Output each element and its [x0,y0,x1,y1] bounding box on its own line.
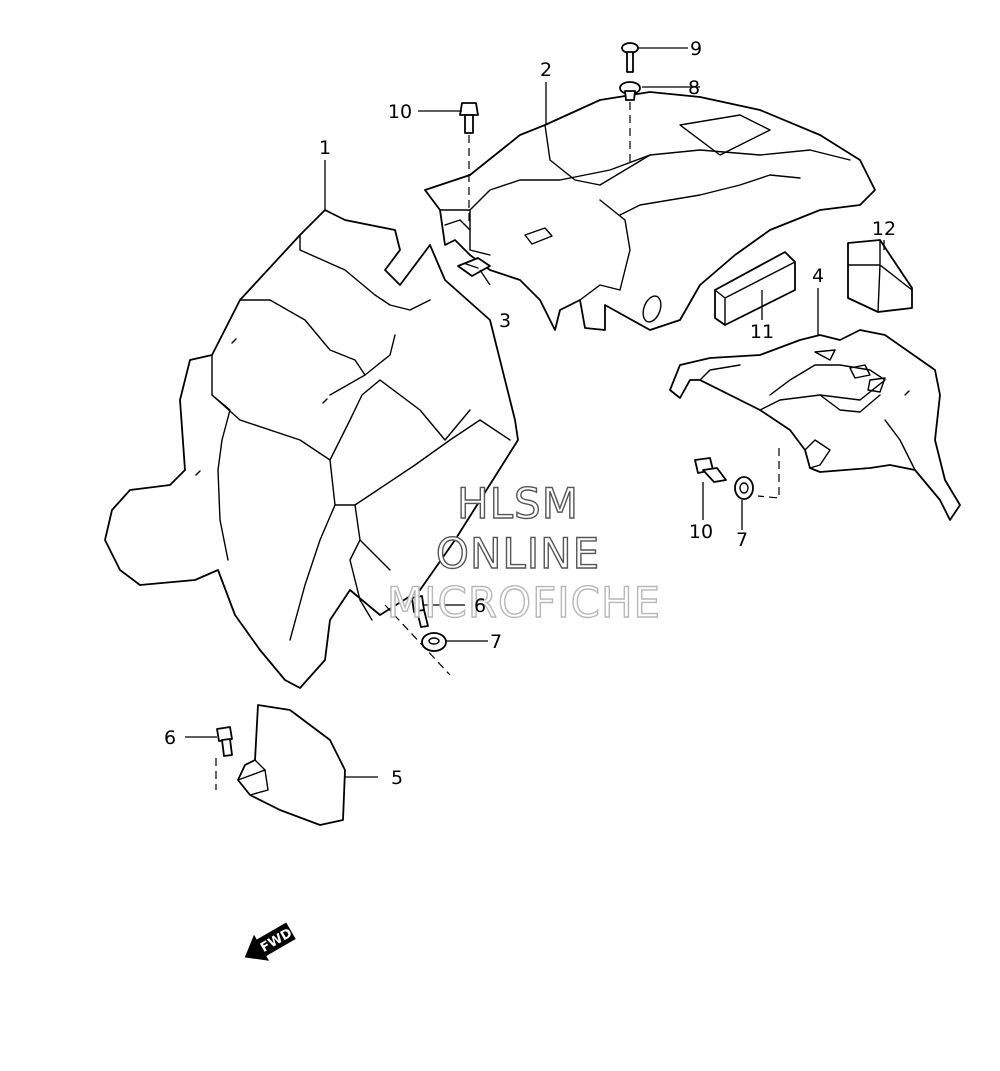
part-8-nut [619,81,641,101]
part-11-pad [714,251,796,326]
part-1-inner-fender [104,209,519,689]
part-10-bolt-lower [694,457,727,483]
callout-6-middle: 6 [474,595,486,617]
callout-2: 2 [540,59,552,81]
watermark-line-1: HLSM [457,479,579,528]
part-12-cushion [847,239,913,313]
leader-lines [185,47,885,778]
callouts: 1 2 3 4 5 6 6 7 7 8 9 10 10 11 12 [164,38,896,789]
part-9-screw [621,42,639,73]
callout-6-left: 6 [164,727,176,749]
callout-9: 9 [690,38,702,60]
callout-11: 11 [750,321,774,343]
part-5-mud-flap [237,704,346,826]
forward-direction-arrow-icon: FWD [244,922,296,961]
fasteners [216,42,754,757]
callout-5: 5 [391,767,403,789]
part-4-fender-bracket [669,329,961,521]
callout-10-upper: 10 [388,101,412,123]
callout-12: 12 [872,218,896,240]
watermark-line-3: MICROFICHE [387,578,661,627]
watermark-line-2: ONLINE [436,529,600,578]
callout-1: 1 [319,137,331,159]
part-3-clip [457,257,491,277]
callout-4: 4 [812,265,824,287]
watermark: HLSM ONLINE MICROFICHE [386,478,661,627]
callout-7-right: 7 [736,529,748,551]
part-10-bolt-upper [459,102,479,134]
part-2-rear-fender [424,91,876,331]
callout-3: 3 [499,310,511,332]
callout-7-middle: 7 [490,631,502,653]
part-7-nut-middle [421,632,447,652]
part-6-bolt-middle [411,595,429,628]
part-7-nut-right [734,476,754,500]
part-6-bolt-left [216,726,233,757]
callout-8: 8 [688,77,700,99]
assembly-lines [215,102,780,790]
callout-10-lower: 10 [689,521,713,543]
